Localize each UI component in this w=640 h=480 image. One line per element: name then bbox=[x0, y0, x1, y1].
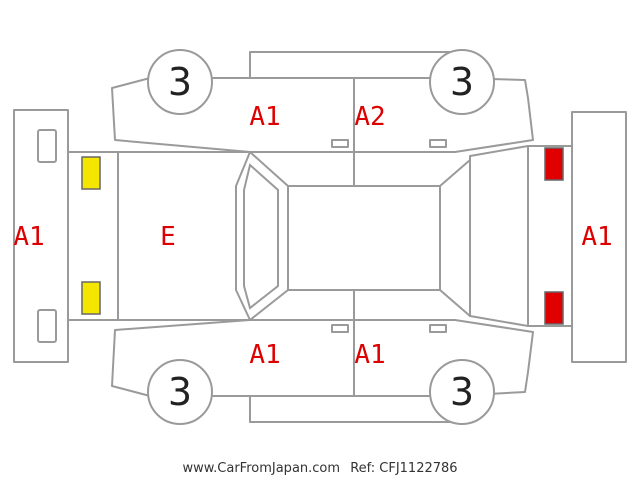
door-rear-right-code: A1 bbox=[354, 340, 385, 370]
footer-website: www.CarFromJapan.com bbox=[182, 461, 340, 476]
hood-code: E bbox=[160, 222, 176, 252]
roof-rail-bottom bbox=[249, 395, 453, 423]
door-handle-front-right bbox=[331, 324, 349, 333]
headlight-top bbox=[81, 156, 101, 190]
tire-front-right: 3 bbox=[147, 359, 213, 425]
tire-front-left: 3 bbox=[147, 49, 213, 115]
taillight-bottom bbox=[544, 291, 564, 325]
footer-ref: Ref: CFJ1122786 bbox=[350, 461, 457, 476]
taillight-top bbox=[544, 147, 564, 181]
footer-text: www.CarFromJapan.com Ref: CFJ1122786 bbox=[182, 461, 457, 476]
rear-hatch bbox=[469, 145, 529, 327]
roof-rail-top bbox=[249, 51, 453, 79]
front-bumper-code: A1 bbox=[13, 222, 44, 252]
tire-rear-left: 3 bbox=[429, 49, 495, 115]
headlight-bottom bbox=[81, 281, 101, 315]
front-bumper-slot-top bbox=[37, 129, 57, 163]
front-bumper-slot-bottom bbox=[37, 309, 57, 343]
windshield-inner bbox=[243, 163, 279, 310]
door-handle-rear-right bbox=[429, 324, 447, 333]
tire-front-right-grade: 3 bbox=[168, 370, 192, 414]
door-front-right-code: A1 bbox=[249, 340, 280, 370]
rear-bumper-code: A1 bbox=[581, 222, 612, 252]
tire-rear-left-grade: 3 bbox=[450, 60, 474, 104]
tire-rear-right: 3 bbox=[429, 359, 495, 425]
tire-rear-right-grade: 3 bbox=[450, 370, 474, 414]
hood bbox=[117, 151, 251, 321]
front-bumper bbox=[13, 109, 69, 363]
door-front-left-code: A1 bbox=[249, 102, 280, 132]
roof bbox=[287, 185, 441, 291]
tire-front-left-grade: 3 bbox=[168, 60, 192, 104]
door-handle-front-left bbox=[331, 139, 349, 148]
door-handle-rear-left bbox=[429, 139, 447, 148]
rear-window bbox=[439, 159, 471, 317]
door-rear-left-code: A2 bbox=[354, 102, 385, 132]
